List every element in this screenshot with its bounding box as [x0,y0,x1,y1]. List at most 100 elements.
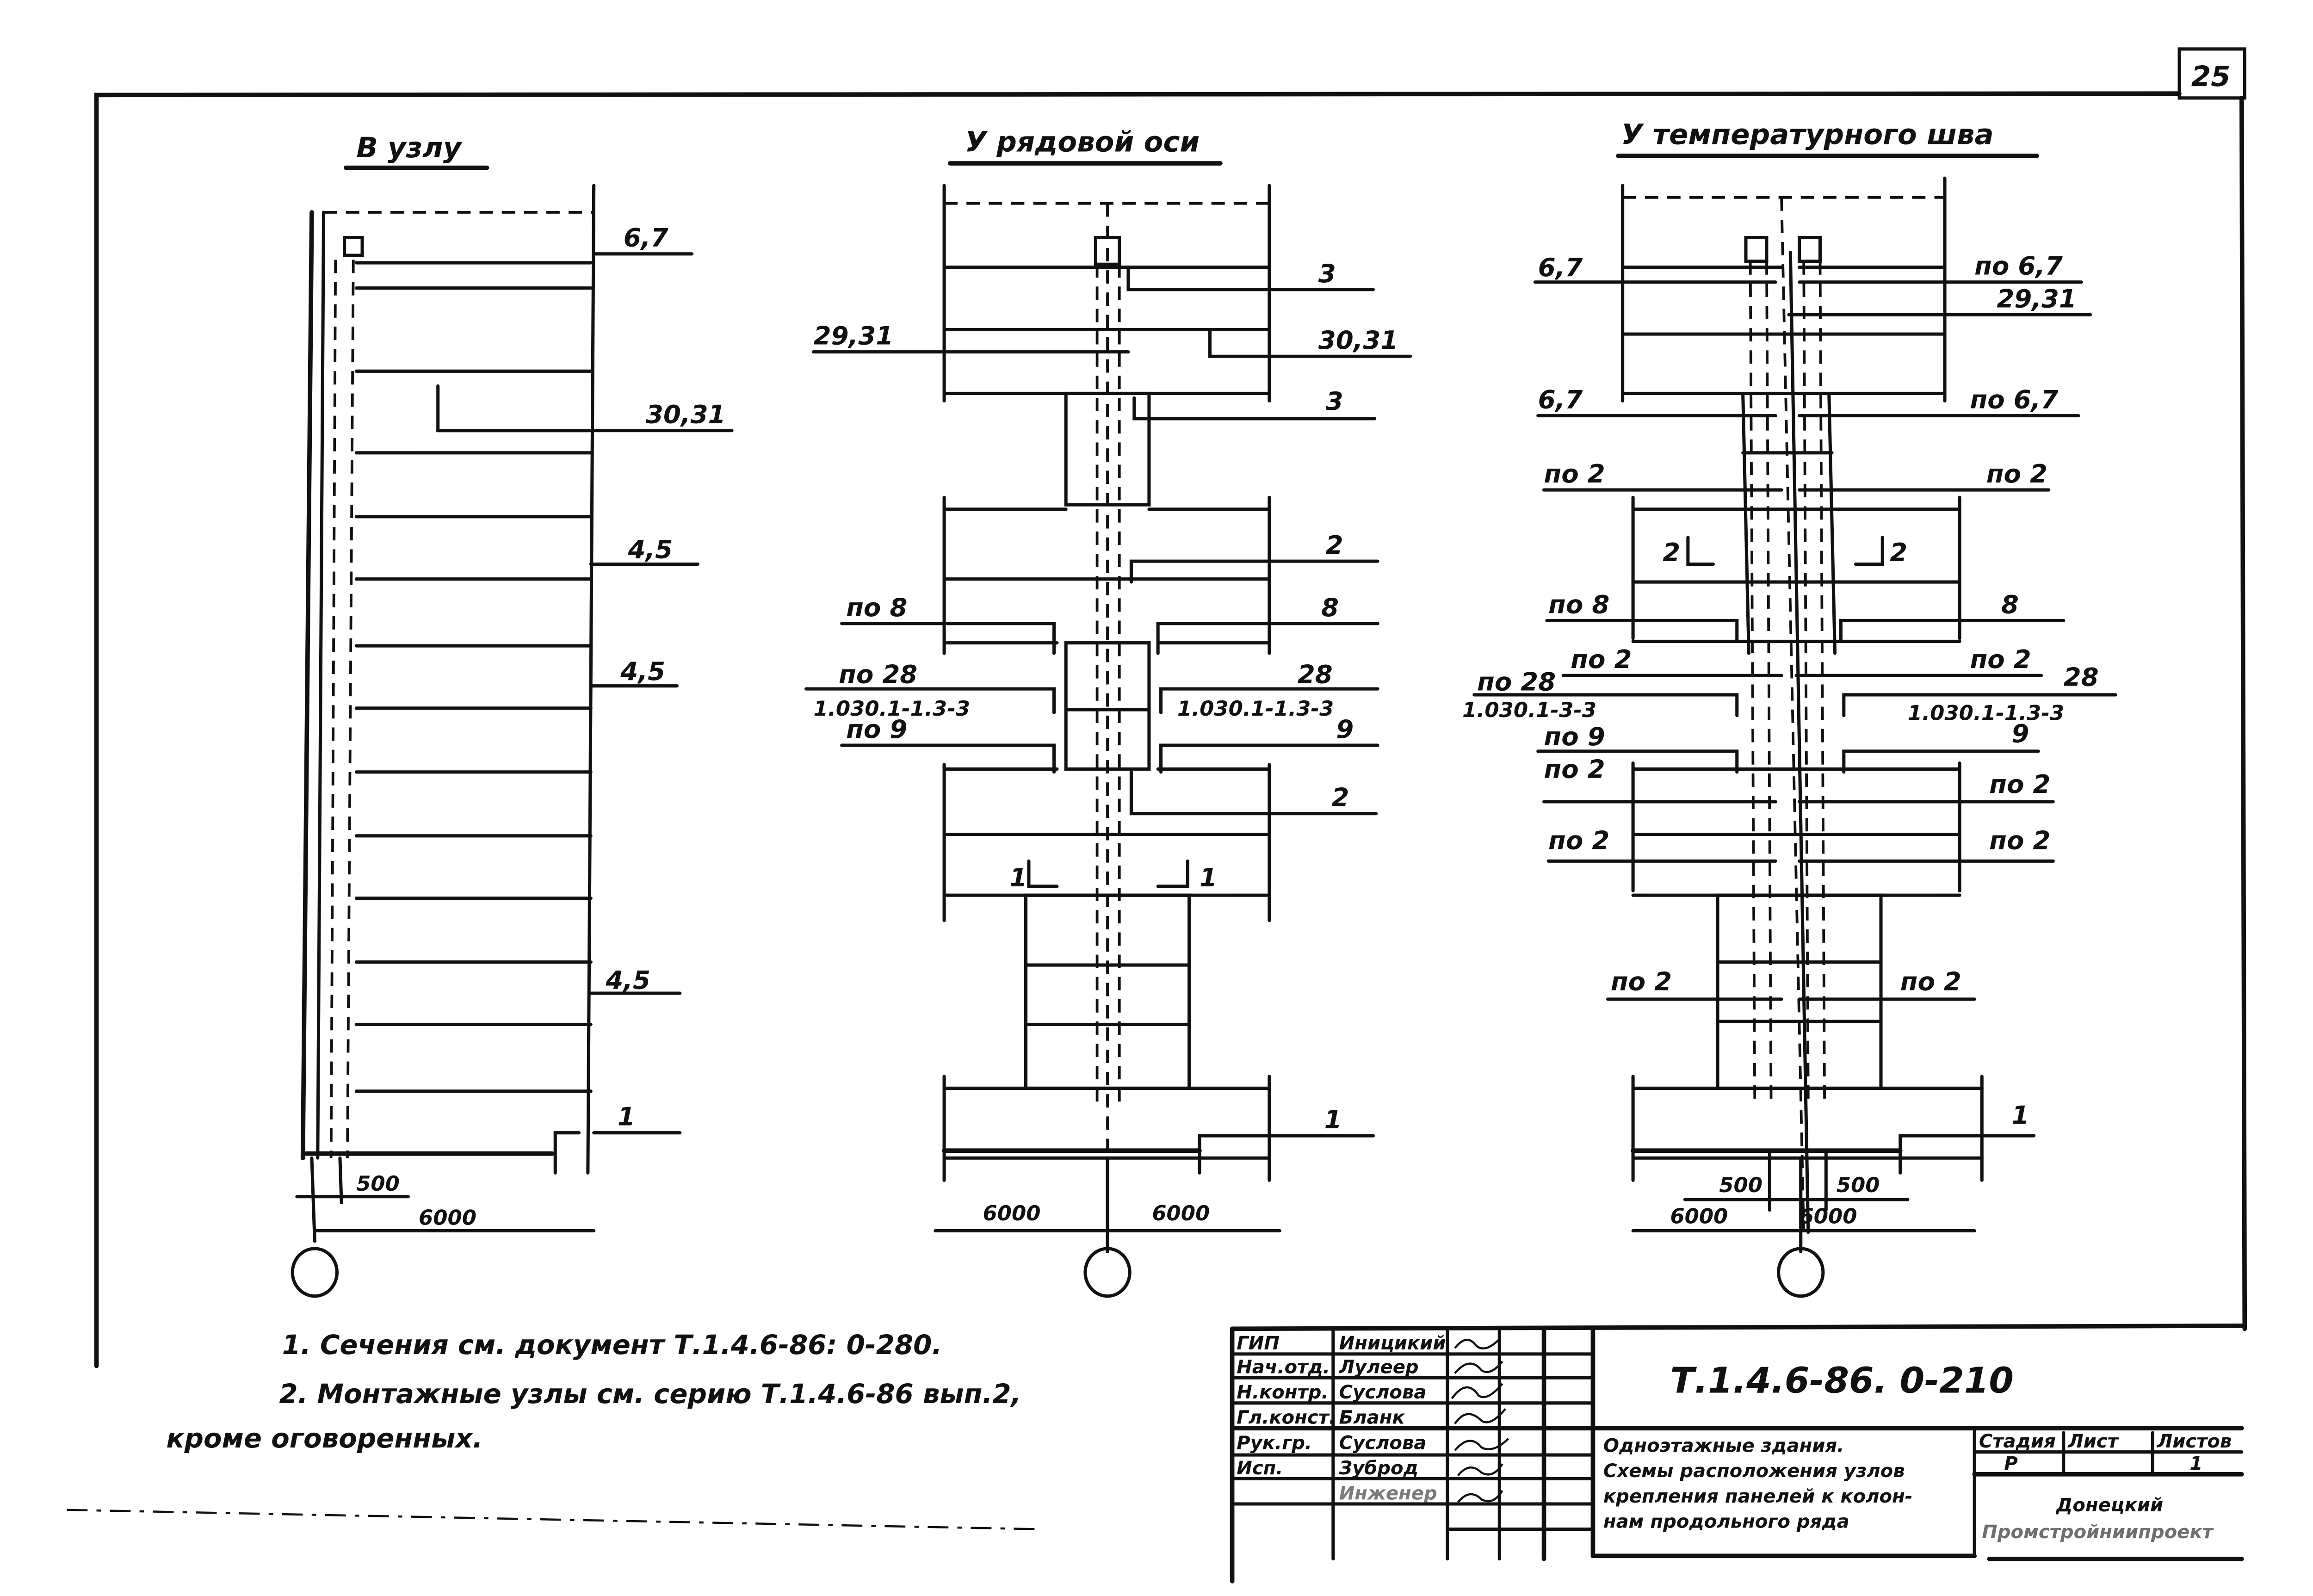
signatures-table: ГИП Иницикий Нач.отд. Лулеер Н.контр. Су… [1237,1333,1446,1504]
role-1: Нач.отд. [1237,1357,1330,1378]
view-title-corner: В узлу [356,131,463,164]
axis-marker-circle [1083,1247,1132,1298]
view-temperature-joint: У температурного шва 6,7 по 6,7 29,31 6,… [1462,118,2117,1298]
label-po-2-d-right: по 2 [1989,826,2050,855]
description-line-3: крепления панелей к колон- [1603,1486,1913,1507]
sheet-frame [67,91,2247,1530]
name-4: Суслова [1339,1432,1427,1454]
label-1: 1 [618,1102,635,1132]
label-po-6-7-bottom: по 6,7 [1970,385,2059,414]
label-po-2-b-right: по 2 [1970,644,2031,674]
label-po-2-a-right: по 2 [1986,459,2047,489]
label-30-31: 30,31 [646,400,726,429]
label-po-2-d-left: по 2 [1548,826,1609,855]
name-0: Иницикий [1339,1333,1446,1354]
label-28: 28 [2064,662,2099,692]
role-5: Исп. [1237,1458,1283,1479]
label-po-2-e-right: по 2 [1900,967,1961,996]
label-po-28: по 28 [1477,667,1556,696]
view-title-row-axis: У рядовой оси [965,125,1200,158]
organization-line-1: Донецкий [2055,1495,2163,1516]
role-4: Рук.гр. [1237,1432,1312,1454]
description-line-1: Одноэтажные здания. [1603,1435,1844,1457]
dim-500-right: 500 [1837,1173,1880,1197]
label-po-6-7-top: по 6,7 [1974,251,2063,281]
page-number-box: 25 [2177,47,2246,100]
note-2: 2. Монтажные узлы см. серию Т.1.4.6-86 в… [279,1378,1021,1410]
label-8: 8 [2001,589,2019,619]
label-1: 1 [1324,1105,1342,1134]
view-corner: В узлу 6 [291,131,734,1298]
label-29-31: 29,31 [814,321,894,351]
label-29-31: 29,31 [1997,284,2077,313]
label-6-7-top: 6,7 [1538,253,1583,282]
view-title-temperature-joint: У температурного шва [1621,118,1993,151]
organization-line-2: Промстройниипроект [1982,1522,2214,1543]
label-4-5-a: 4,5 [627,535,673,564]
label-2-bottom: 2 [1332,783,1349,812]
title-block-grid-rows [1230,1352,1596,1531]
name-5: Зуброд [1339,1458,1418,1479]
section-mark-left: 1 [1009,863,1027,892]
axis-marker-circle [291,1247,339,1298]
dim-6000-left: 6000 [983,1201,1040,1225]
dim-6000: 6000 [419,1206,476,1230]
sheets-header: Листов [2157,1431,2232,1452]
sheet-header: Лист [2067,1431,2119,1452]
label-9: 9 [1336,714,1354,744]
label-po-2-c-left: по 2 [1544,755,1605,784]
dim-6000-right: 6000 [1152,1201,1210,1225]
signature-marks [1451,1338,1509,1503]
label-9: 9 [2011,719,2029,749]
label-po-2-e-left: по 2 [1611,967,1672,996]
stage-header: Стадия [1979,1431,2056,1452]
label-4-5-c: 4,5 [605,965,650,995]
role-3: Гл.конст. [1237,1407,1336,1429]
name-3: Бланк [1339,1407,1405,1429]
label-4-5-b: 4,5 [620,656,665,686]
notes: 1. Сечения см. документ Т.1.4.6-86: 0-28… [166,1329,1021,1454]
label-po-2-a-left: по 2 [1544,459,1605,489]
title-block: ГИП Иницикий Нач.отд. Лулеер Н.контр. Су… [1230,1324,2244,1584]
label-series-right: 1.030.1-1.3-3 [1908,701,2064,725]
section-mark-right: 1 [1200,863,1217,892]
label-3-top: 3 [1318,259,1336,288]
section-mark-left: 2 [1663,538,1680,567]
label-series-left: 1.030.1-3-3 [1462,698,1596,722]
name-1: Лулеер [1339,1357,1419,1378]
role-0: ГИП [1237,1333,1280,1354]
label-2-top: 2 [1326,530,1343,560]
axis-marker-circle [1777,1247,1825,1298]
label-series-right: 1.030.1-1.3-3 [1177,696,1334,721]
label-po-28: по 28 [839,659,917,689]
label-6-7: 6,7 [624,223,668,253]
label-6-7-bottom: 6,7 [1538,385,1583,414]
label-30-31: 30,31 [1318,325,1398,355]
name-2: Суслова [1339,1382,1427,1403]
label-3-bottom: 3 [1326,386,1343,416]
dim-500-left: 500 [1719,1173,1763,1197]
document-code: Т.1.4.6-86. 0-210 [1670,1360,2014,1401]
description-line-2: Схемы расположения узлов [1603,1460,1905,1482]
view-row-axis: У рядовой оси 3 29,31 30,31 3 2 по 8 [804,125,1412,1298]
label-po-9: по 9 [1544,722,1605,751]
label-po-8: по 8 [1548,589,1609,619]
role-2: Н.контр. [1237,1382,1328,1403]
label-28: 28 [1298,659,1333,689]
label-po-2-c-right: по 2 [1989,769,2050,799]
label-1: 1 [2011,1100,2029,1130]
name-6: Инженер [1339,1483,1437,1504]
label-series-left: 1.030.1-1.3-3 [814,696,970,721]
page-number: 25 [2191,60,2231,93]
label-po-8: по 8 [846,593,907,622]
sheets-value: 1 [2190,1453,2203,1474]
panel-rows [303,261,596,1156]
label-po-9: по 9 [846,714,907,744]
dim-6000-right: 6000 [1800,1204,1857,1228]
label-po-2-b-left: по 2 [1571,644,1632,674]
dim-500: 500 [356,1171,400,1196]
stage-value: Р [2004,1453,2017,1474]
dim-6000-left: 6000 [1670,1204,1728,1228]
section-mark-right: 2 [1890,538,1907,567]
